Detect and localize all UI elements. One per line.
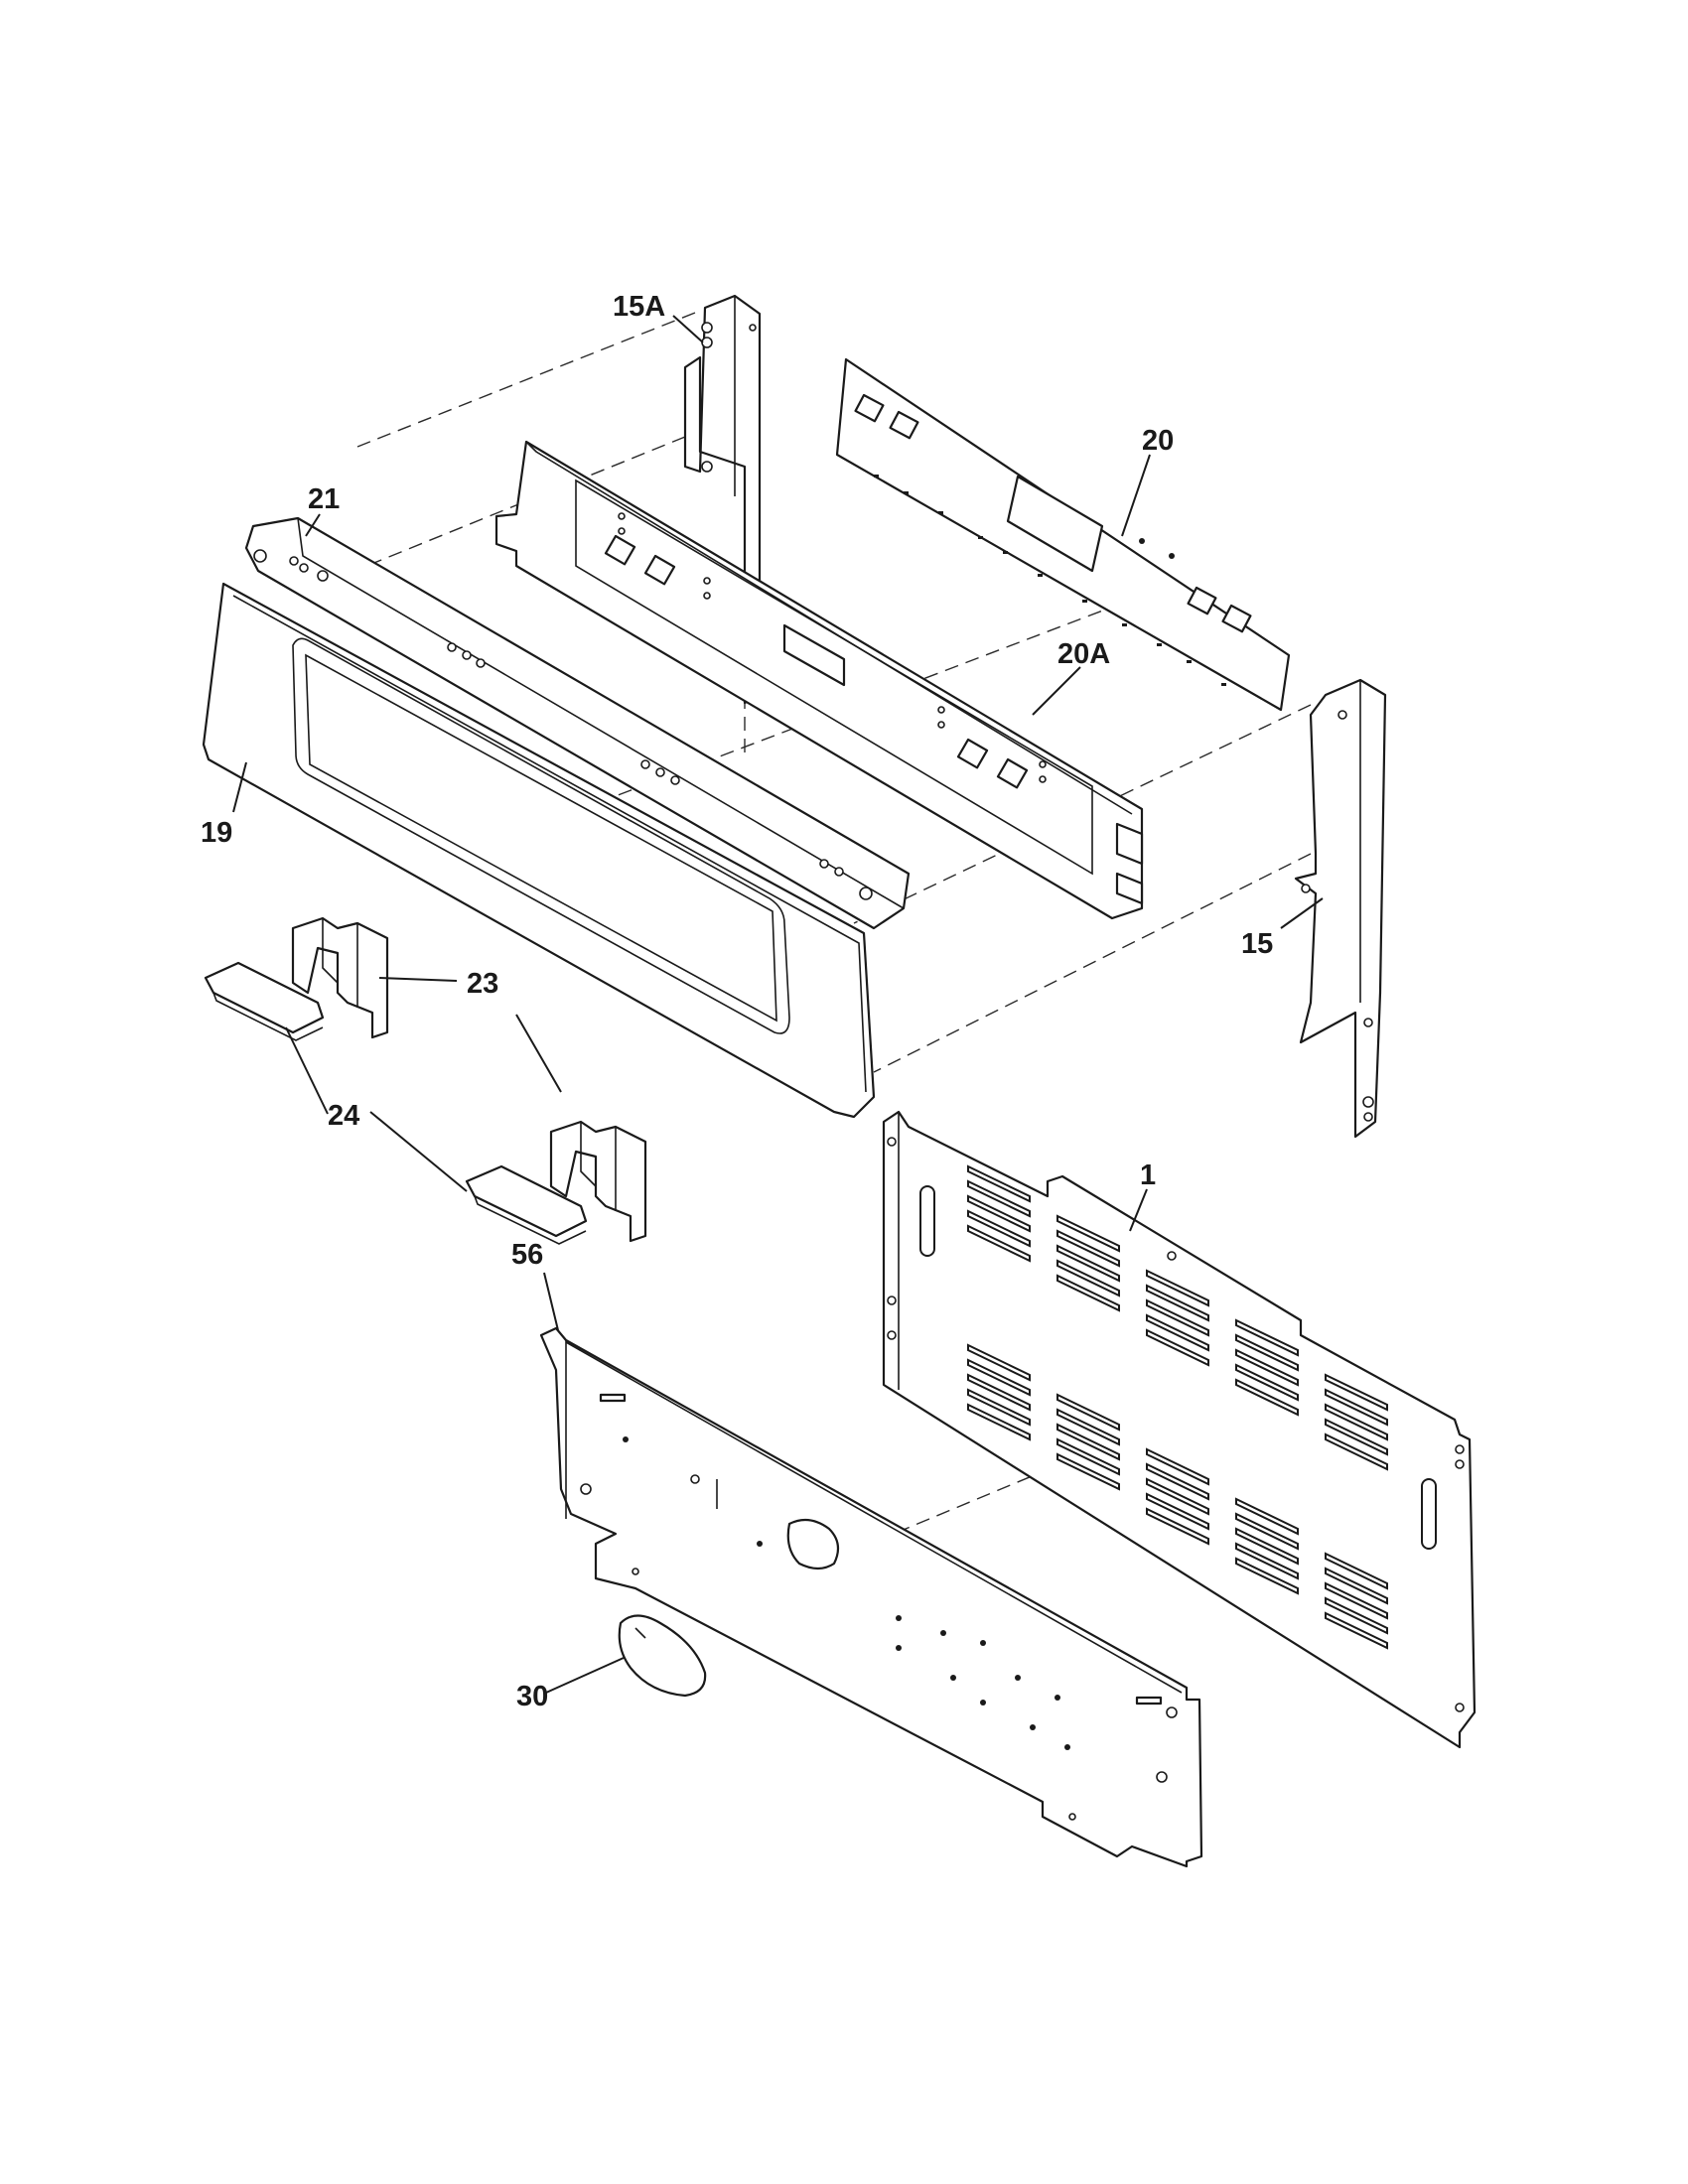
vent-louver xyxy=(1235,1512,1299,1551)
vent-louver xyxy=(967,1373,1031,1412)
vent-louver xyxy=(1146,1492,1209,1531)
vent-louver xyxy=(1056,1452,1120,1491)
vent-louver xyxy=(1235,1378,1299,1417)
vent-louver xyxy=(967,1209,1031,1248)
vent-louver xyxy=(967,1358,1031,1397)
callout-20: 20 xyxy=(1142,425,1174,457)
callout-1: 1 xyxy=(1140,1160,1156,1191)
part-1-vented-panel xyxy=(882,1110,1477,1749)
part-30-plug xyxy=(618,1614,707,1698)
vent-louver xyxy=(1325,1388,1388,1427)
callout-21: 21 xyxy=(308,483,340,515)
vent-louver xyxy=(1056,1393,1120,1432)
vent-louver xyxy=(1325,1552,1388,1590)
vent-louver xyxy=(1325,1611,1388,1650)
vent-louvers xyxy=(967,1164,1388,1650)
vent-louver xyxy=(1325,1433,1388,1471)
vent-louver xyxy=(1235,1527,1299,1566)
part-19-front-panel xyxy=(202,582,876,1119)
leader-lines xyxy=(232,315,1324,1694)
vent-louver xyxy=(967,1343,1031,1382)
vent-louver xyxy=(1146,1328,1209,1367)
part-20-control-board xyxy=(835,357,1291,712)
vent-louver xyxy=(1235,1557,1299,1595)
vent-louver xyxy=(1325,1373,1388,1412)
vent-louver xyxy=(1325,1567,1388,1605)
vent-louver xyxy=(1056,1244,1120,1283)
callout-15: 15 xyxy=(1241,928,1273,960)
part-20A-panel-housing xyxy=(494,440,1144,920)
vent-louver xyxy=(967,1224,1031,1263)
vent-louver xyxy=(1146,1298,1209,1337)
vent-louver xyxy=(967,1388,1031,1427)
vent-louver xyxy=(1235,1318,1299,1357)
part-15A-left-bracket xyxy=(683,294,762,705)
callout-labels: 15A 20 21 20A 19 15 23 24 1 56 30 xyxy=(201,291,1273,1712)
part-23-clip-lower xyxy=(549,1120,647,1243)
vent-louver xyxy=(1146,1284,1209,1322)
part-21-trim-strip xyxy=(244,516,911,930)
vent-louver xyxy=(1056,1259,1120,1297)
callout-15A: 15A xyxy=(613,291,665,323)
vent-louver xyxy=(1325,1418,1388,1456)
part-24-pad-lower xyxy=(465,1164,588,1245)
callout-20A: 20A xyxy=(1057,638,1110,670)
vent-louver xyxy=(1235,1363,1299,1402)
callout-30: 30 xyxy=(516,1681,548,1712)
vent-louver xyxy=(1056,1229,1120,1268)
part-24-pad-upper xyxy=(204,961,325,1041)
vent-louver xyxy=(967,1194,1031,1233)
vent-louver xyxy=(1325,1581,1388,1620)
vent-louver xyxy=(1146,1507,1209,1546)
vent-louver xyxy=(1325,1596,1388,1635)
vent-louver xyxy=(1056,1408,1120,1446)
vent-louver xyxy=(1056,1214,1120,1253)
side-slots xyxy=(919,1185,1437,1550)
vent-louver xyxy=(1146,1447,1209,1486)
vent-louver xyxy=(1235,1348,1299,1387)
vent-louver xyxy=(1056,1437,1120,1476)
part-23-clip-upper xyxy=(291,916,389,1039)
vent-louver xyxy=(1325,1403,1388,1441)
vent-louver xyxy=(1056,1423,1120,1461)
callout-23-upper: 23 xyxy=(467,968,498,1000)
board-components xyxy=(874,475,1226,686)
vent-louver xyxy=(1146,1462,1209,1501)
vent-louver xyxy=(967,1164,1031,1203)
callout-19: 19 xyxy=(201,817,232,849)
vent-louver xyxy=(1146,1269,1209,1307)
vent-louver xyxy=(967,1179,1031,1218)
callout-56: 56 xyxy=(511,1239,543,1271)
vent-louver xyxy=(1235,1497,1299,1536)
vent-louver xyxy=(1235,1542,1299,1580)
vent-louver xyxy=(1056,1274,1120,1312)
vent-louver xyxy=(1235,1333,1299,1372)
callout-24-upper: 24 xyxy=(328,1100,359,1132)
part-15-right-bracket xyxy=(1294,678,1387,1139)
vent-louver xyxy=(1146,1313,1209,1352)
part-56-lower-panel xyxy=(539,1326,1203,1868)
vent-louver xyxy=(1146,1477,1209,1516)
vent-louver xyxy=(967,1403,1031,1441)
